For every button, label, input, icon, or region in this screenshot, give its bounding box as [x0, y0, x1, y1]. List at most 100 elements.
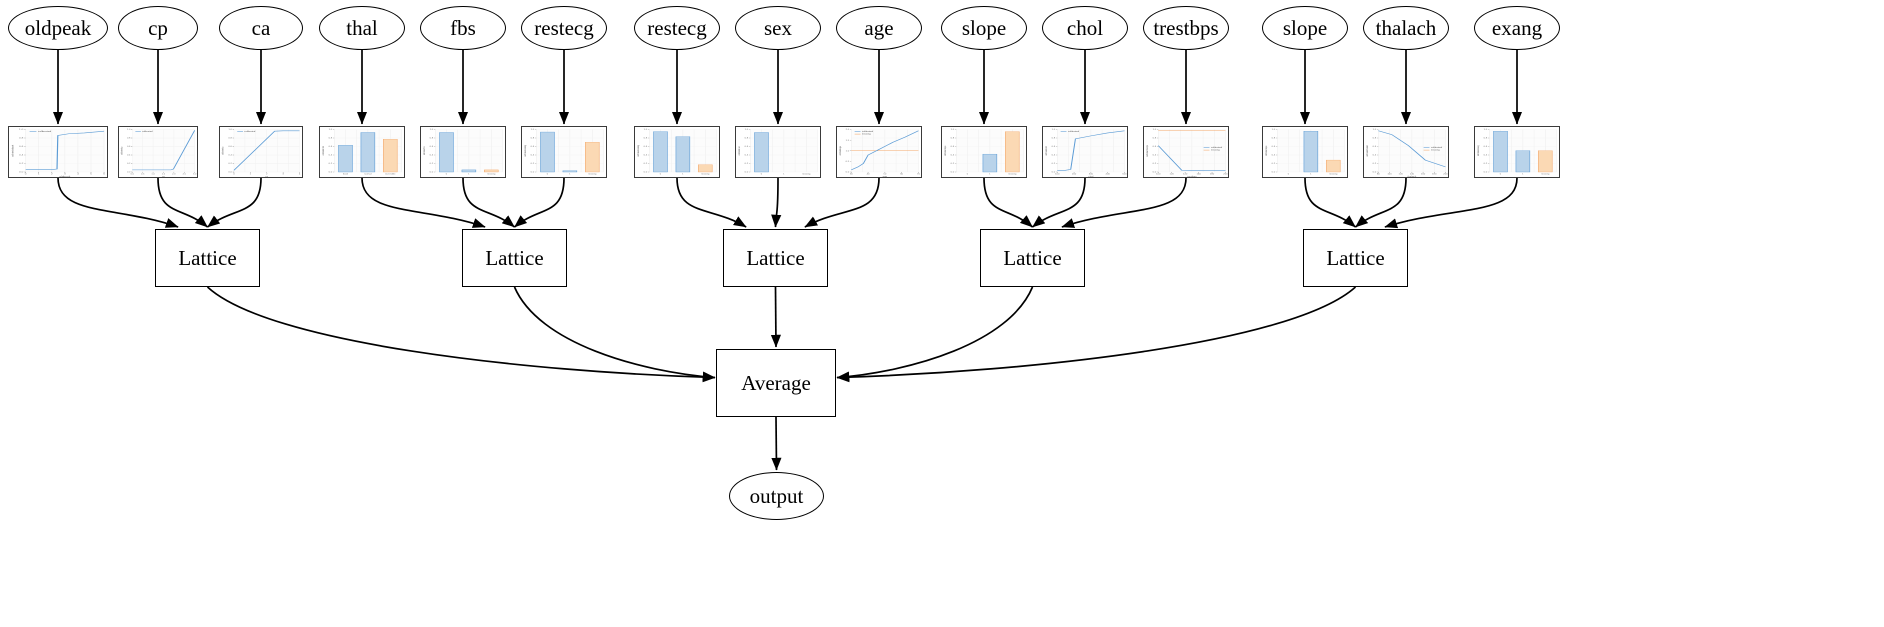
feature-label: trestbps [1153, 15, 1219, 40]
edge [676, 177, 747, 228]
svg-text:0: 0 [25, 173, 28, 175]
feature-node-slope_b[interactable]: slope [1262, 6, 1348, 50]
svg-text:1.0: 1.0 [1484, 129, 1489, 130]
svg-text:6: 6 [103, 173, 106, 175]
svg-text:1.0: 1.0 [1052, 129, 1057, 130]
feature-node-exang[interactable]: exang [1474, 6, 1560, 50]
edge [836, 286, 1357, 383]
svg-text:calibrated: calibrated [1068, 131, 1080, 133]
svg-text:120: 120 [1170, 174, 1175, 175]
svg-text:1: 1 [569, 174, 571, 175]
edge [804, 177, 880, 228]
svg-text:300: 300 [1089, 174, 1094, 175]
svg-text:thalach: thalach [1408, 175, 1418, 177]
svg-text:200: 200 [1072, 174, 1077, 175]
lattice-node-4[interactable]: Lattice [1303, 229, 1408, 287]
svg-text:0.4: 0.4 [430, 155, 435, 156]
svg-text:chol: chol [1088, 176, 1094, 177]
svg-text:3: 3 [64, 173, 67, 175]
svg-text:0.6: 0.6 [430, 146, 435, 147]
feature-node-trestbps[interactable]: trestbps [1143, 6, 1229, 50]
lattice-node-3[interactable]: Lattice [980, 229, 1085, 287]
svg-text:0.2: 0.2 [531, 163, 536, 164]
svg-text:missing: missing [1211, 150, 1221, 151]
feature-node-slope_a[interactable]: slope [941, 6, 1027, 50]
feature-node-chol[interactable]: chol [1042, 6, 1128, 50]
feature-node-sex[interactable]: sex [735, 6, 821, 50]
lattice-label: Lattice [178, 245, 237, 270]
svg-text:missing: missing [1329, 174, 1337, 175]
lattice-node-1[interactable]: Lattice [462, 229, 567, 287]
average-node[interactable]: Average [716, 349, 836, 417]
feature-node-thalach[interactable]: thalach [1363, 6, 1449, 50]
svg-text:0.0: 0.0 [745, 172, 750, 173]
svg-text:0.2: 0.2 [1052, 163, 1057, 164]
svg-text:calibrated oldpeak: calibrated oldpeak [11, 144, 15, 156]
feature-label: thal [346, 15, 378, 40]
lattice-node-2[interactable]: Lattice [723, 229, 828, 287]
edge [771, 177, 782, 228]
svg-text:50: 50 [883, 174, 887, 175]
feature-label: restecg [647, 15, 707, 40]
svg-text:180: 180 [1210, 174, 1215, 175]
feature-label: exang [1491, 15, 1543, 40]
svg-text:0.2: 0.2 [1272, 163, 1277, 164]
svg-text:2.0: 2.0 [172, 174, 176, 176]
lattice-node-0[interactable]: Lattice [155, 229, 260, 287]
svg-text:0.0: 0.0 [1484, 172, 1489, 173]
feature-node-restecg_a[interactable]: restecg [521, 6, 607, 50]
svg-text:calibrated ca: calibrated ca [221, 146, 225, 155]
edge [513, 177, 565, 228]
svg-text:calibrated thal: calibrated thal [321, 146, 325, 155]
svg-text:missing: missing [487, 174, 495, 175]
svg-text:0.0: 0.0 [127, 172, 131, 174]
feature-label: slope [961, 15, 1007, 40]
svg-text:missing: missing [701, 174, 709, 175]
lattice-label: Lattice [1326, 245, 1385, 270]
svg-text:30: 30 [850, 174, 854, 175]
svg-text:1.0: 1.0 [531, 129, 536, 130]
svg-text:0.6: 0.6 [1373, 146, 1378, 147]
svg-text:0.4: 0.4 [745, 155, 750, 156]
edge [206, 177, 262, 228]
svg-text:0.8: 0.8 [1052, 138, 1057, 139]
svg-text:140: 140 [1183, 174, 1188, 175]
svg-text:missing: missing [862, 134, 872, 135]
feature-node-ca[interactable]: ca [219, 6, 303, 50]
feature-node-thal[interactable]: thal [319, 6, 405, 50]
svg-text:0.6: 0.6 [329, 146, 334, 147]
svg-text:0.4: 0.4 [1373, 155, 1378, 156]
edge [206, 286, 716, 383]
svg-text:1: 1 [468, 174, 470, 175]
svg-text:calibrated: calibrated [862, 131, 874, 133]
feature-node-cp[interactable]: cp [118, 6, 198, 50]
feature-node-age[interactable]: age [836, 6, 922, 50]
svg-text:age: age [883, 176, 888, 177]
feature-node-oldpeak[interactable]: oldpeak [8, 6, 108, 50]
output-node[interactable]: output [729, 472, 824, 520]
svg-text:0.8: 0.8 [430, 138, 435, 139]
svg-text:0.0: 0.0 [1153, 172, 1158, 173]
svg-text:trestbps: trestbps [1187, 175, 1198, 177]
svg-text:0.0: 0.0 [19, 171, 24, 173]
svg-text:calibrated: calibrated [1211, 147, 1223, 149]
feature-label: oldpeak [24, 15, 92, 40]
feature-node-restecg_b[interactable]: restecg [634, 6, 720, 50]
feature-node-fbs[interactable]: fbs [420, 6, 506, 50]
